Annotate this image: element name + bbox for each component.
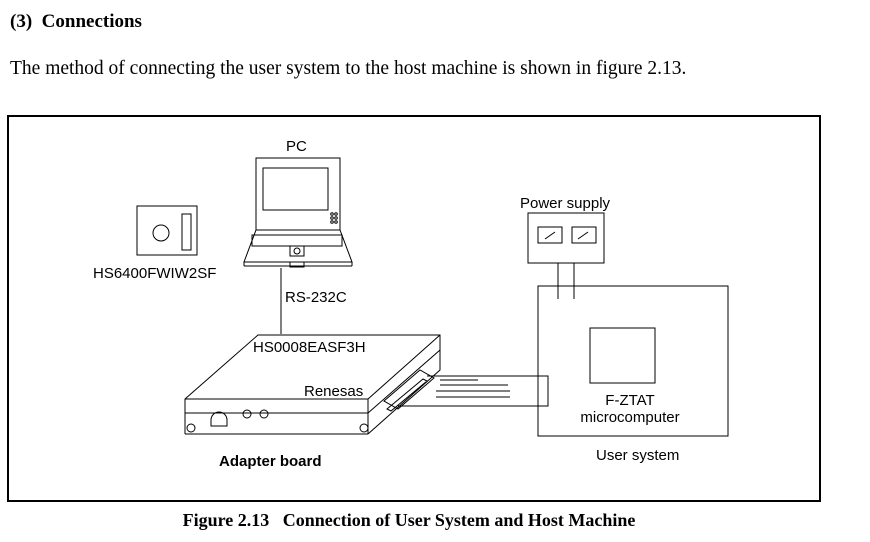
hs6400-device-icon: [136, 205, 198, 256]
power-supply-icon: [527, 212, 605, 299]
fztat-label-line2: microcomputer: [580, 409, 679, 426]
section-heading: (3) Connections: [10, 11, 142, 32]
hs6400-label: HS6400FWIW2SF: [93, 265, 216, 282]
adapter-board-label: Adapter board: [219, 453, 322, 470]
adapter-board: [184, 334, 441, 435]
user-system-label: User system: [596, 447, 679, 464]
figure-caption: Figure 2.13 Connection of User System an…: [182, 510, 636, 530]
user-cable-connector: [383, 369, 549, 412]
fztat-chip: [589, 327, 656, 384]
pc-label: PC: [286, 138, 307, 155]
pc-laptop-icon: [243, 157, 353, 268]
renesas-label: Renesas: [304, 383, 363, 400]
intro-text: The method of connecting the user system…: [10, 58, 687, 79]
power-supply-label: Power supply: [520, 195, 611, 212]
user-system-board: [537, 285, 729, 437]
fztat-label-line1: F-ZTAT: [605, 392, 654, 409]
hs0008-label: HS0008EASF3H: [253, 339, 366, 356]
figure-frame: [7, 115, 821, 502]
rs232c-label: RS-232C: [285, 289, 347, 306]
